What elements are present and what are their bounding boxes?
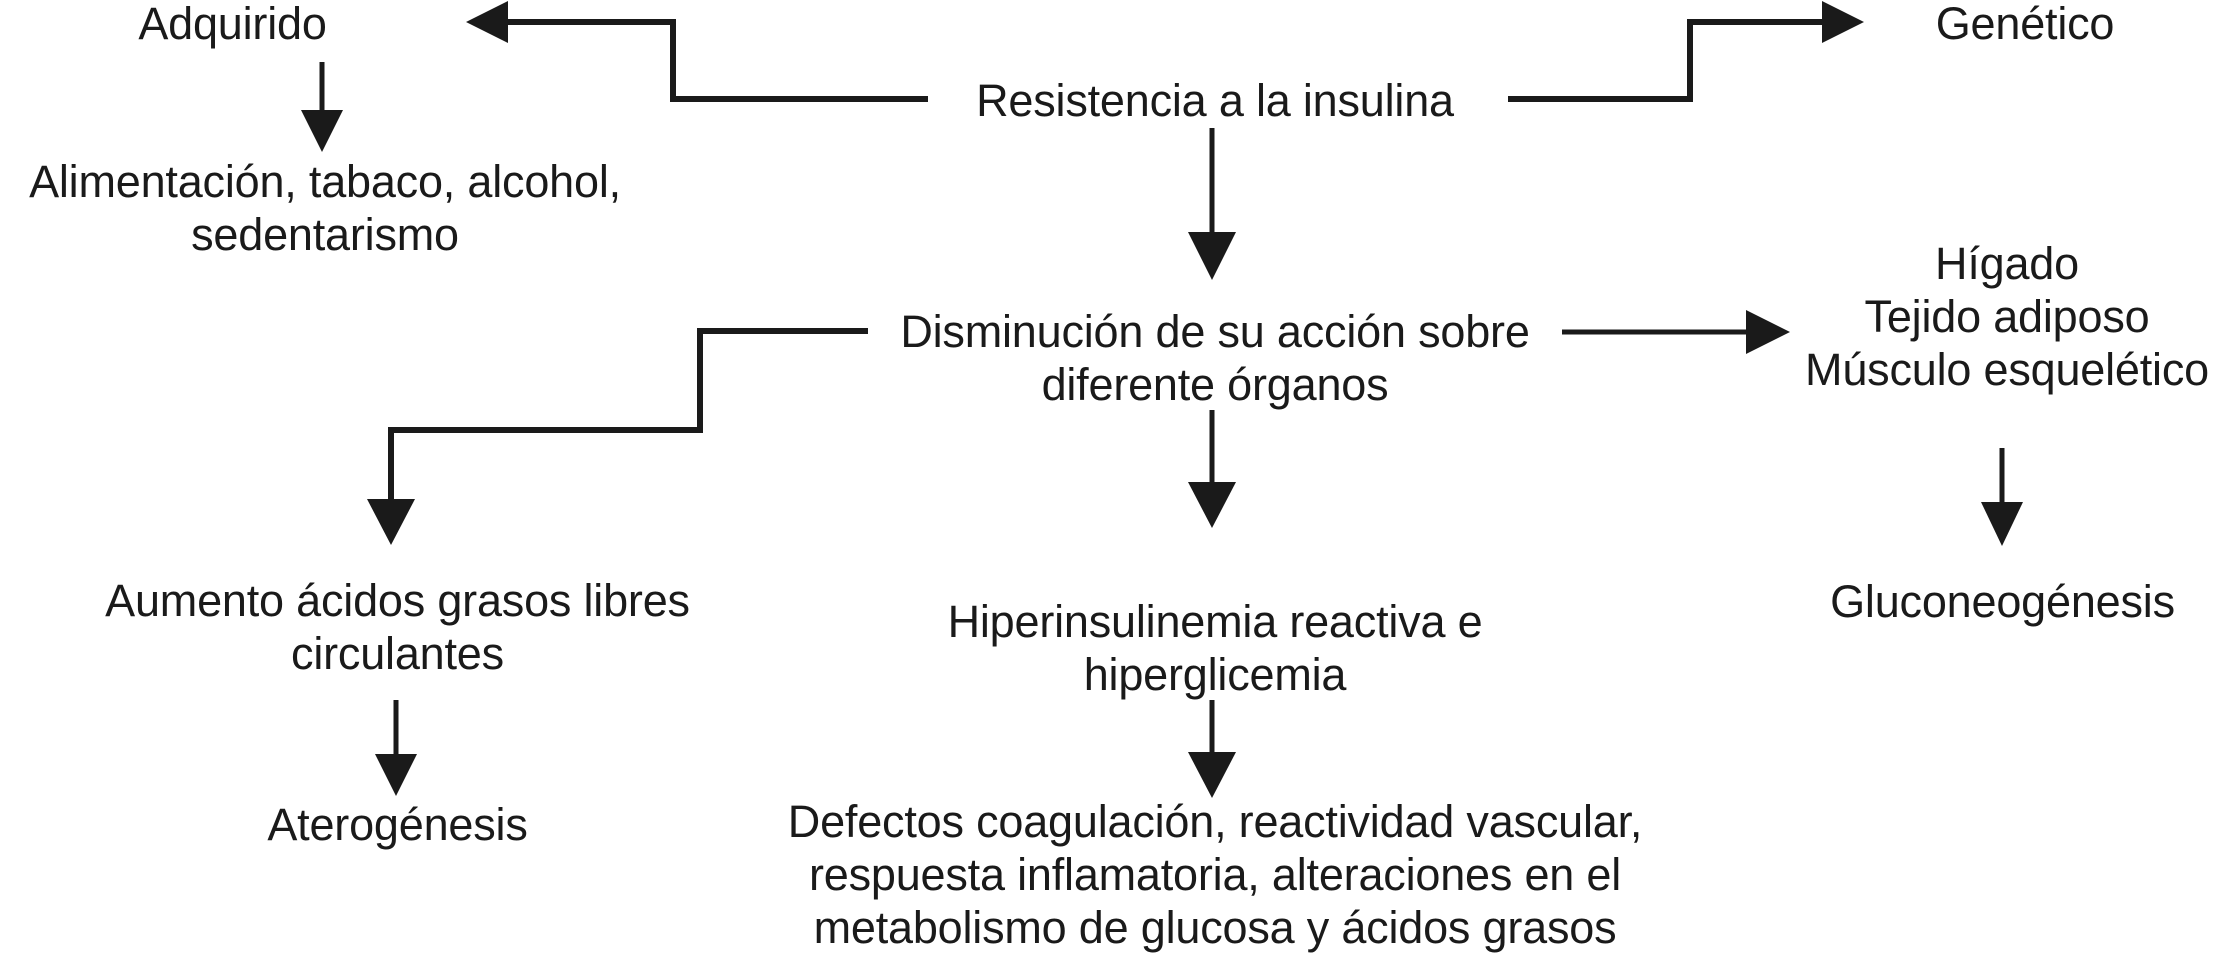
- edge-resistencia-to-genetico: [1508, 1, 1864, 102]
- node-resistencia-a-la-insulina: Resistencia a la insulina: [976, 75, 1454, 126]
- edge-adquirido-to-alimentacion: [301, 62, 343, 152]
- arrow-head-icon: [466, 1, 508, 43]
- node-hiperinsulinemia-hiperglicemia: Hiperinsulinemia reactiva e hiperglicemi…: [947, 596, 1483, 701]
- edge-organos-to-gluconeogenesis: [1981, 448, 2023, 546]
- arrow-head-icon: [1188, 482, 1236, 528]
- node-aumento-acidos-grasos-libres: Aumento ácidos grasos libres circulantes: [105, 575, 690, 680]
- arrow-head-icon: [367, 499, 415, 545]
- edge-acidos-grasos-to-aterogenesis: [375, 700, 417, 796]
- arrow-head-icon: [1822, 1, 1864, 43]
- arrow-head-icon: [1188, 752, 1236, 798]
- edge-resistencia-to-adquirido: [466, 1, 928, 102]
- edge-resistencia-to-disminucion: [1188, 128, 1236, 280]
- arrow-head-icon: [301, 110, 343, 152]
- arrow-head-icon: [1188, 232, 1236, 280]
- node-defectos-coagulacion: Defectos coagulación, reactividad vascul…: [787, 796, 1643, 954]
- arrow-head-icon: [375, 754, 417, 796]
- node-higado-tejido-adiposo-musculo: Hígado Tejido adiposo Músculo esquelétic…: [1805, 238, 2209, 396]
- edge-disminucion-to-organos: [1562, 310, 1790, 354]
- node-aterogenesis: Aterogénesis: [267, 799, 528, 850]
- node-genetico: Genético: [1935, 0, 2115, 49]
- node-gluconeogenesis: Gluconeogénesis: [1830, 576, 2175, 627]
- edge-disminucion-to-hiperinsulinemia: [1188, 410, 1236, 528]
- arrow-head-icon: [1746, 310, 1790, 354]
- node-adquirido: Adquirido: [138, 0, 327, 49]
- arrow-head-icon: [1981, 502, 2023, 546]
- node-alimentacion-tabaco-alcohol-sedentarismo: Alimentación, tabaco, alcohol, sedentari…: [29, 156, 621, 261]
- edge-disminucion-to-acidos-grasos: [367, 328, 868, 545]
- edge-hiperinsulinemia-to-defectos: [1188, 700, 1236, 798]
- node-disminucion-accion-organos: Disminución de su acción sobre diferente…: [900, 306, 1530, 411]
